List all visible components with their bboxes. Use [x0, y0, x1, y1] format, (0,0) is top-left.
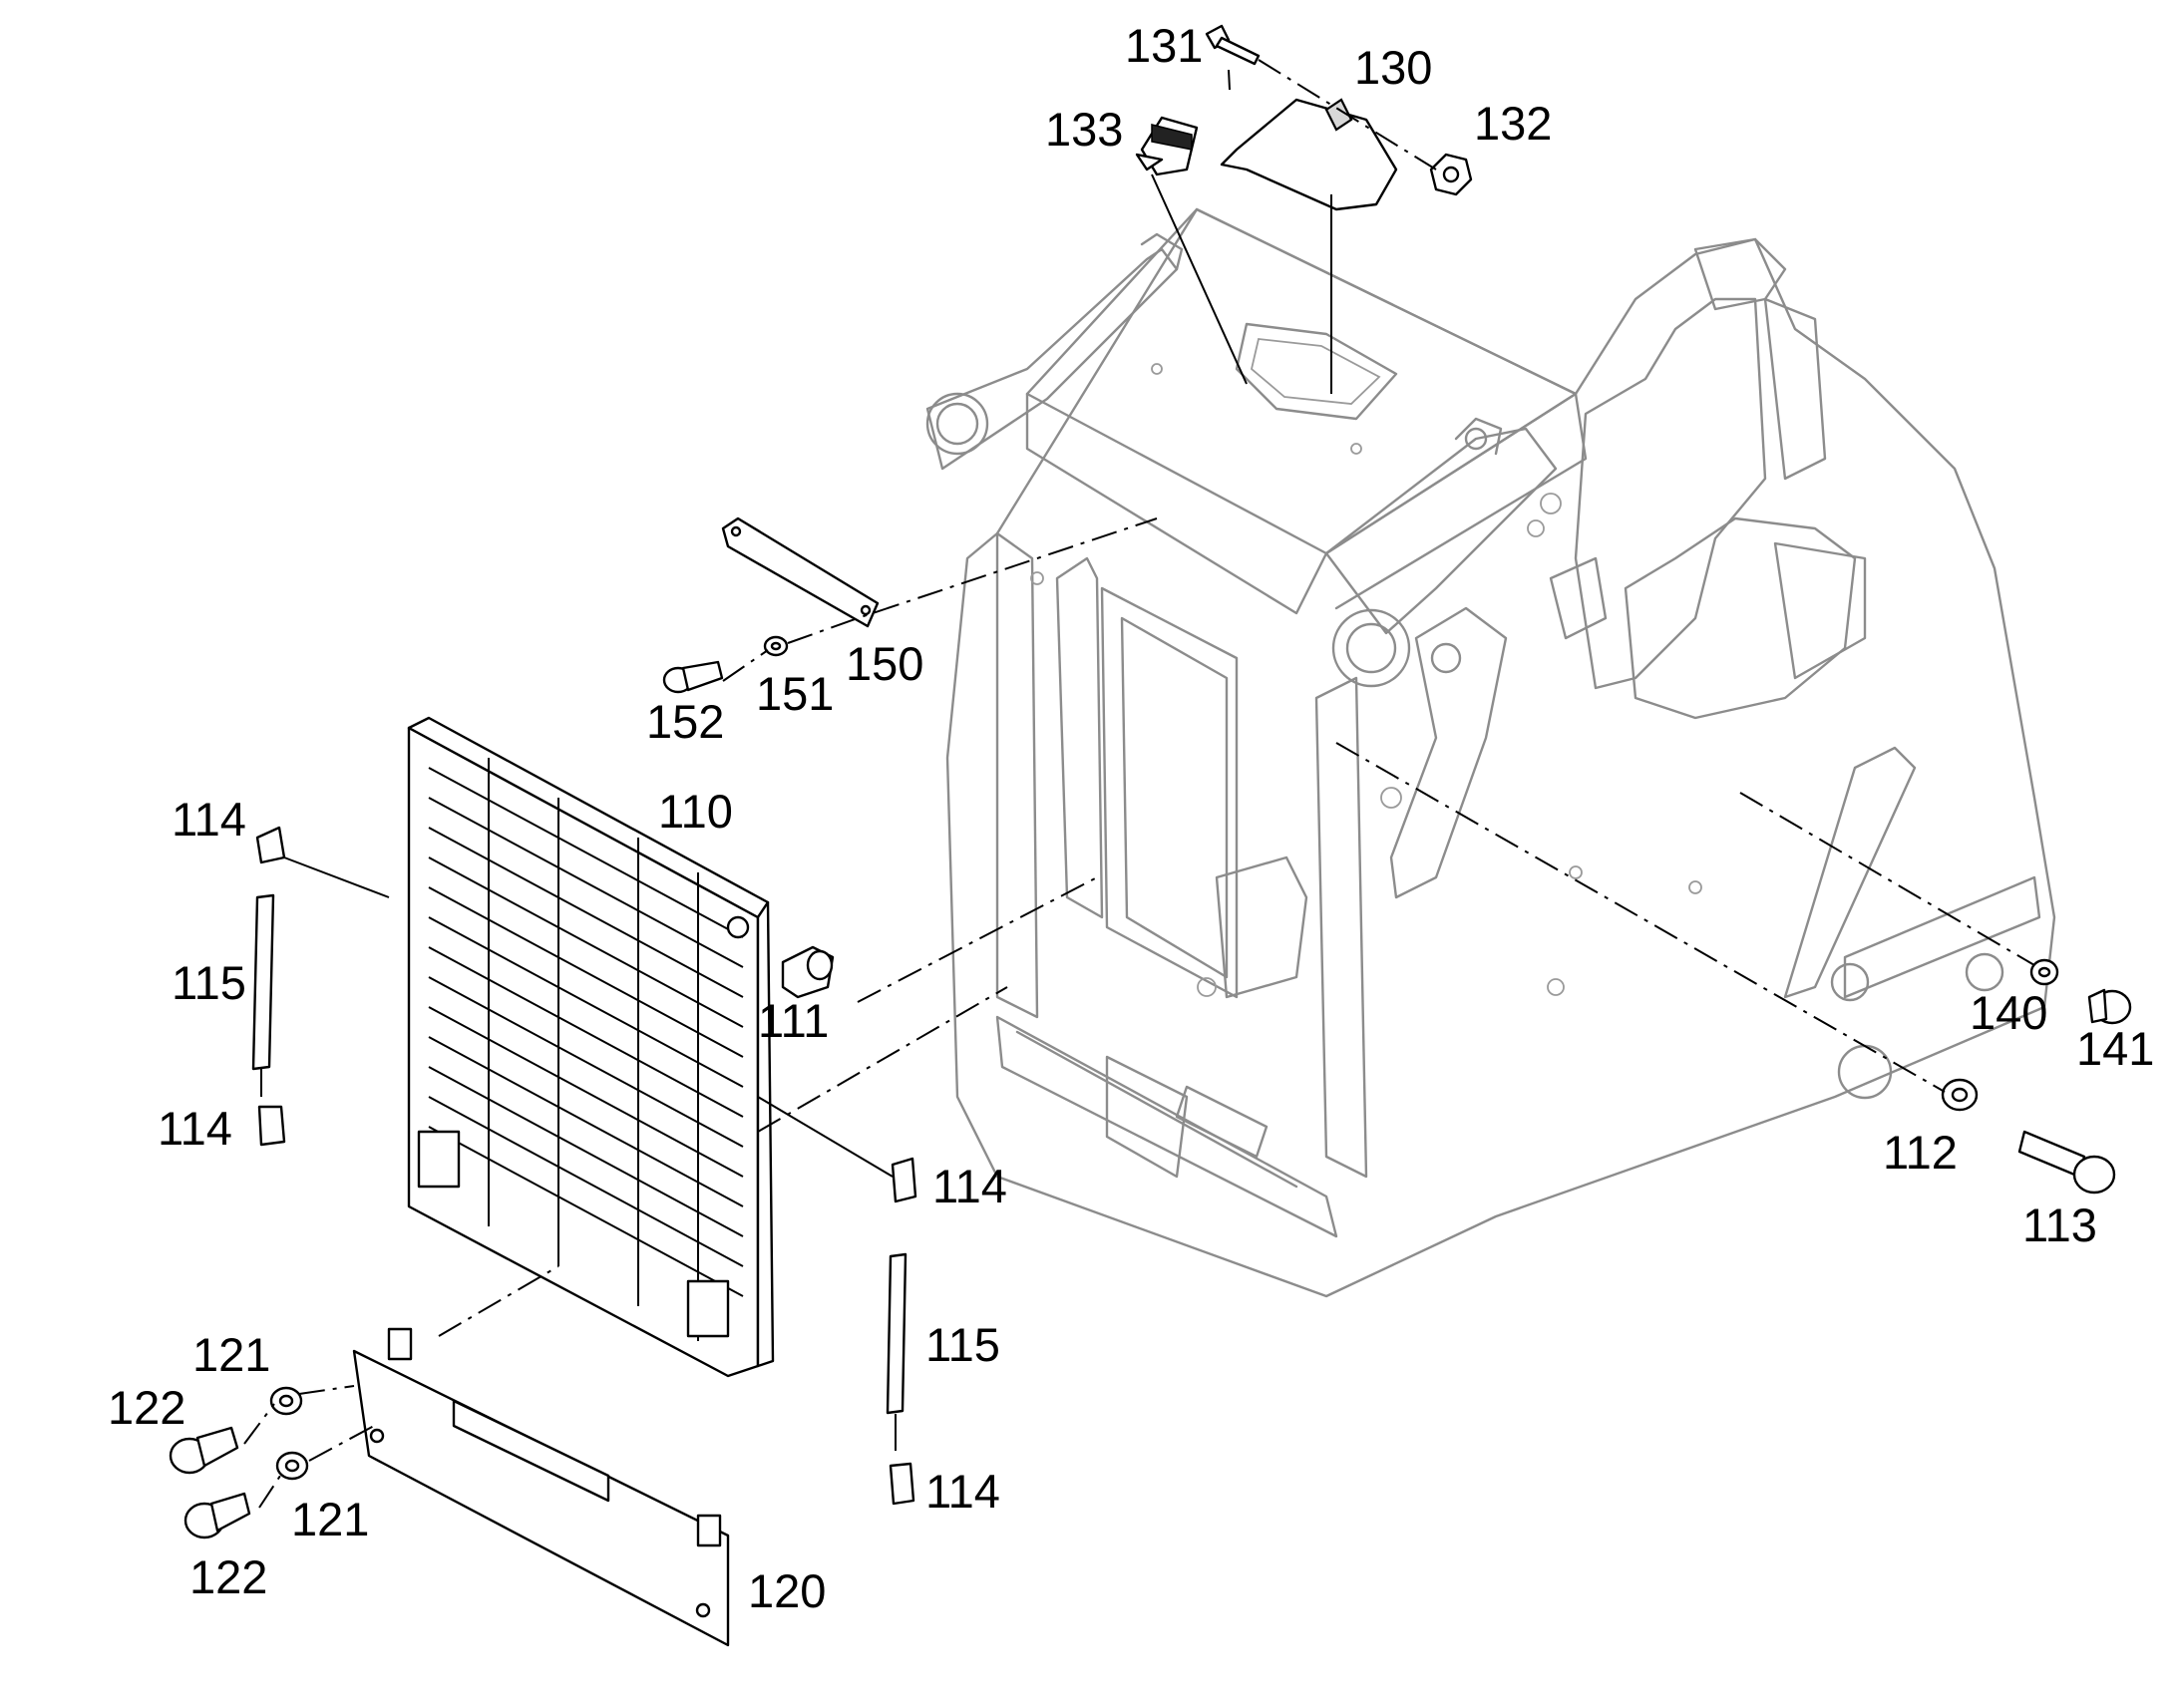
label-122-a: 122 [108, 1381, 185, 1434]
label-131: 131 [1125, 19, 1203, 72]
hatch-cover [1220, 98, 1398, 211]
label-122-b: 122 [189, 1550, 267, 1603]
bolt-122-b [183, 1492, 251, 1539]
label-114-a: 114 [172, 793, 246, 846]
gas-strut-115-right [886, 1157, 917, 1506]
label-115-b: 115 [925, 1318, 1000, 1371]
bolt-131 [1205, 24, 1261, 66]
cover-plate-120 [352, 1327, 730, 1647]
label-111: 111 [758, 994, 829, 1047]
bolt-113 [2017, 1130, 2116, 1195]
strut-end-114-c [891, 1157, 917, 1203]
grille-slats [428, 758, 744, 1341]
label-114-d: 114 [925, 1465, 1000, 1518]
leader-lines [243, 59, 2035, 1509]
label-120: 120 [748, 1564, 826, 1617]
cap-141 [2087, 988, 2132, 1025]
label-110: 110 [658, 785, 733, 838]
bolt-122-a [169, 1426, 239, 1475]
washer-121-a [269, 1386, 303, 1416]
label-141: 141 [2076, 1022, 2154, 1075]
latch-133 [1135, 116, 1199, 176]
hatch-pin-130 [1324, 98, 1353, 132]
strut-end-114-d [889, 1462, 915, 1506]
washer-140 [2029, 958, 2059, 986]
grille-latch-right [686, 1279, 730, 1338]
label-130: 130 [1354, 41, 1432, 94]
washer-112 [1941, 1078, 1979, 1112]
plate-tab-left [387, 1327, 413, 1361]
label-151: 151 [756, 667, 834, 720]
main-frame [925, 207, 2056, 1298]
label-114-c: 114 [932, 1160, 1007, 1212]
label-115-a: 115 [172, 956, 246, 1009]
part-number-labels: 131 130 132 133 150 151 152 110 111 114 … [108, 19, 2154, 1617]
label-112: 112 [1883, 1126, 1958, 1179]
cover-plate-150 [721, 516, 880, 628]
grille-latch-left [417, 1130, 461, 1189]
label-150: 150 [846, 637, 923, 690]
strut-end-114-b [257, 1105, 286, 1147]
washer-121-b [275, 1451, 309, 1481]
label-121-a: 121 [192, 1328, 270, 1381]
label-133: 133 [1045, 103, 1123, 156]
nut-132 [1429, 153, 1473, 196]
strut-end-114-a [255, 826, 286, 864]
gas-strut-115-left [251, 826, 286, 1147]
washer-151 [763, 635, 789, 657]
label-132: 132 [1474, 97, 1552, 150]
label-140: 140 [1970, 986, 2047, 1039]
grille-hinge-pin [726, 915, 750, 939]
grille-110 [407, 716, 775, 1378]
label-114-b: 114 [158, 1102, 232, 1155]
label-121-b: 121 [291, 1493, 369, 1545]
bolt-152 [662, 660, 724, 694]
bushing-111 [781, 945, 835, 999]
label-152: 152 [646, 695, 724, 748]
label-113: 113 [2022, 1198, 2097, 1251]
plate-tab-right [696, 1514, 722, 1547]
